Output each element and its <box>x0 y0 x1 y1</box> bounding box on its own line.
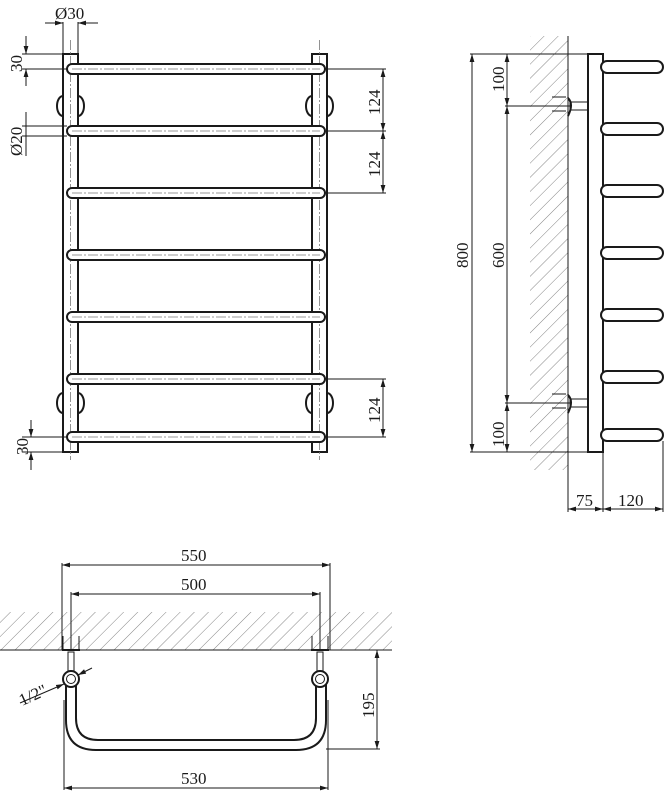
right-connector <box>311 670 329 688</box>
dim-mount-spacing: 600 <box>489 243 508 269</box>
u-tube-inner <box>75 680 317 741</box>
dim-top-mount-offset: 100 <box>489 67 508 93</box>
dim-rung-diameter: Ø20 <box>7 127 26 156</box>
dim-rung-spacing-2: 124 <box>365 151 384 177</box>
dim-connection: 1/2" <box>16 681 50 710</box>
dim-post-diameter: Ø30 <box>55 4 84 23</box>
left-connector <box>62 670 80 688</box>
top-view: 550 500 530 195 1/2" <box>0 546 392 791</box>
dim-bottom-mount-offset: 100 <box>489 422 508 448</box>
dim-total-height: 800 <box>453 243 472 269</box>
dim-rung-spacing-bottom: 124 <box>365 397 384 423</box>
dim-center-distance: 500 <box>181 575 207 594</box>
dim-wall-gap: 75 <box>576 491 593 510</box>
dim-tube-width: 530 <box>181 769 207 788</box>
rungs <box>66 63 326 443</box>
dim-depth: 120 <box>618 491 644 510</box>
u-tube-outer <box>65 680 327 751</box>
front-view: Ø30 30 Ø20 124 124 124 30 <box>7 4 386 470</box>
dim-projection: 195 <box>359 693 378 719</box>
dim-overall-width: 550 <box>181 546 207 565</box>
wall-hatch-top <box>0 612 392 650</box>
dim-rung-spacing-1: 124 <box>365 89 384 115</box>
side-rungs <box>600 60 664 442</box>
wall-hatch <box>530 36 568 470</box>
dim-top-offset: 30 <box>7 55 26 72</box>
side-view: 800 100 600 100 75 120 <box>453 36 664 512</box>
dim-bottom-offset: 30 <box>13 438 32 455</box>
